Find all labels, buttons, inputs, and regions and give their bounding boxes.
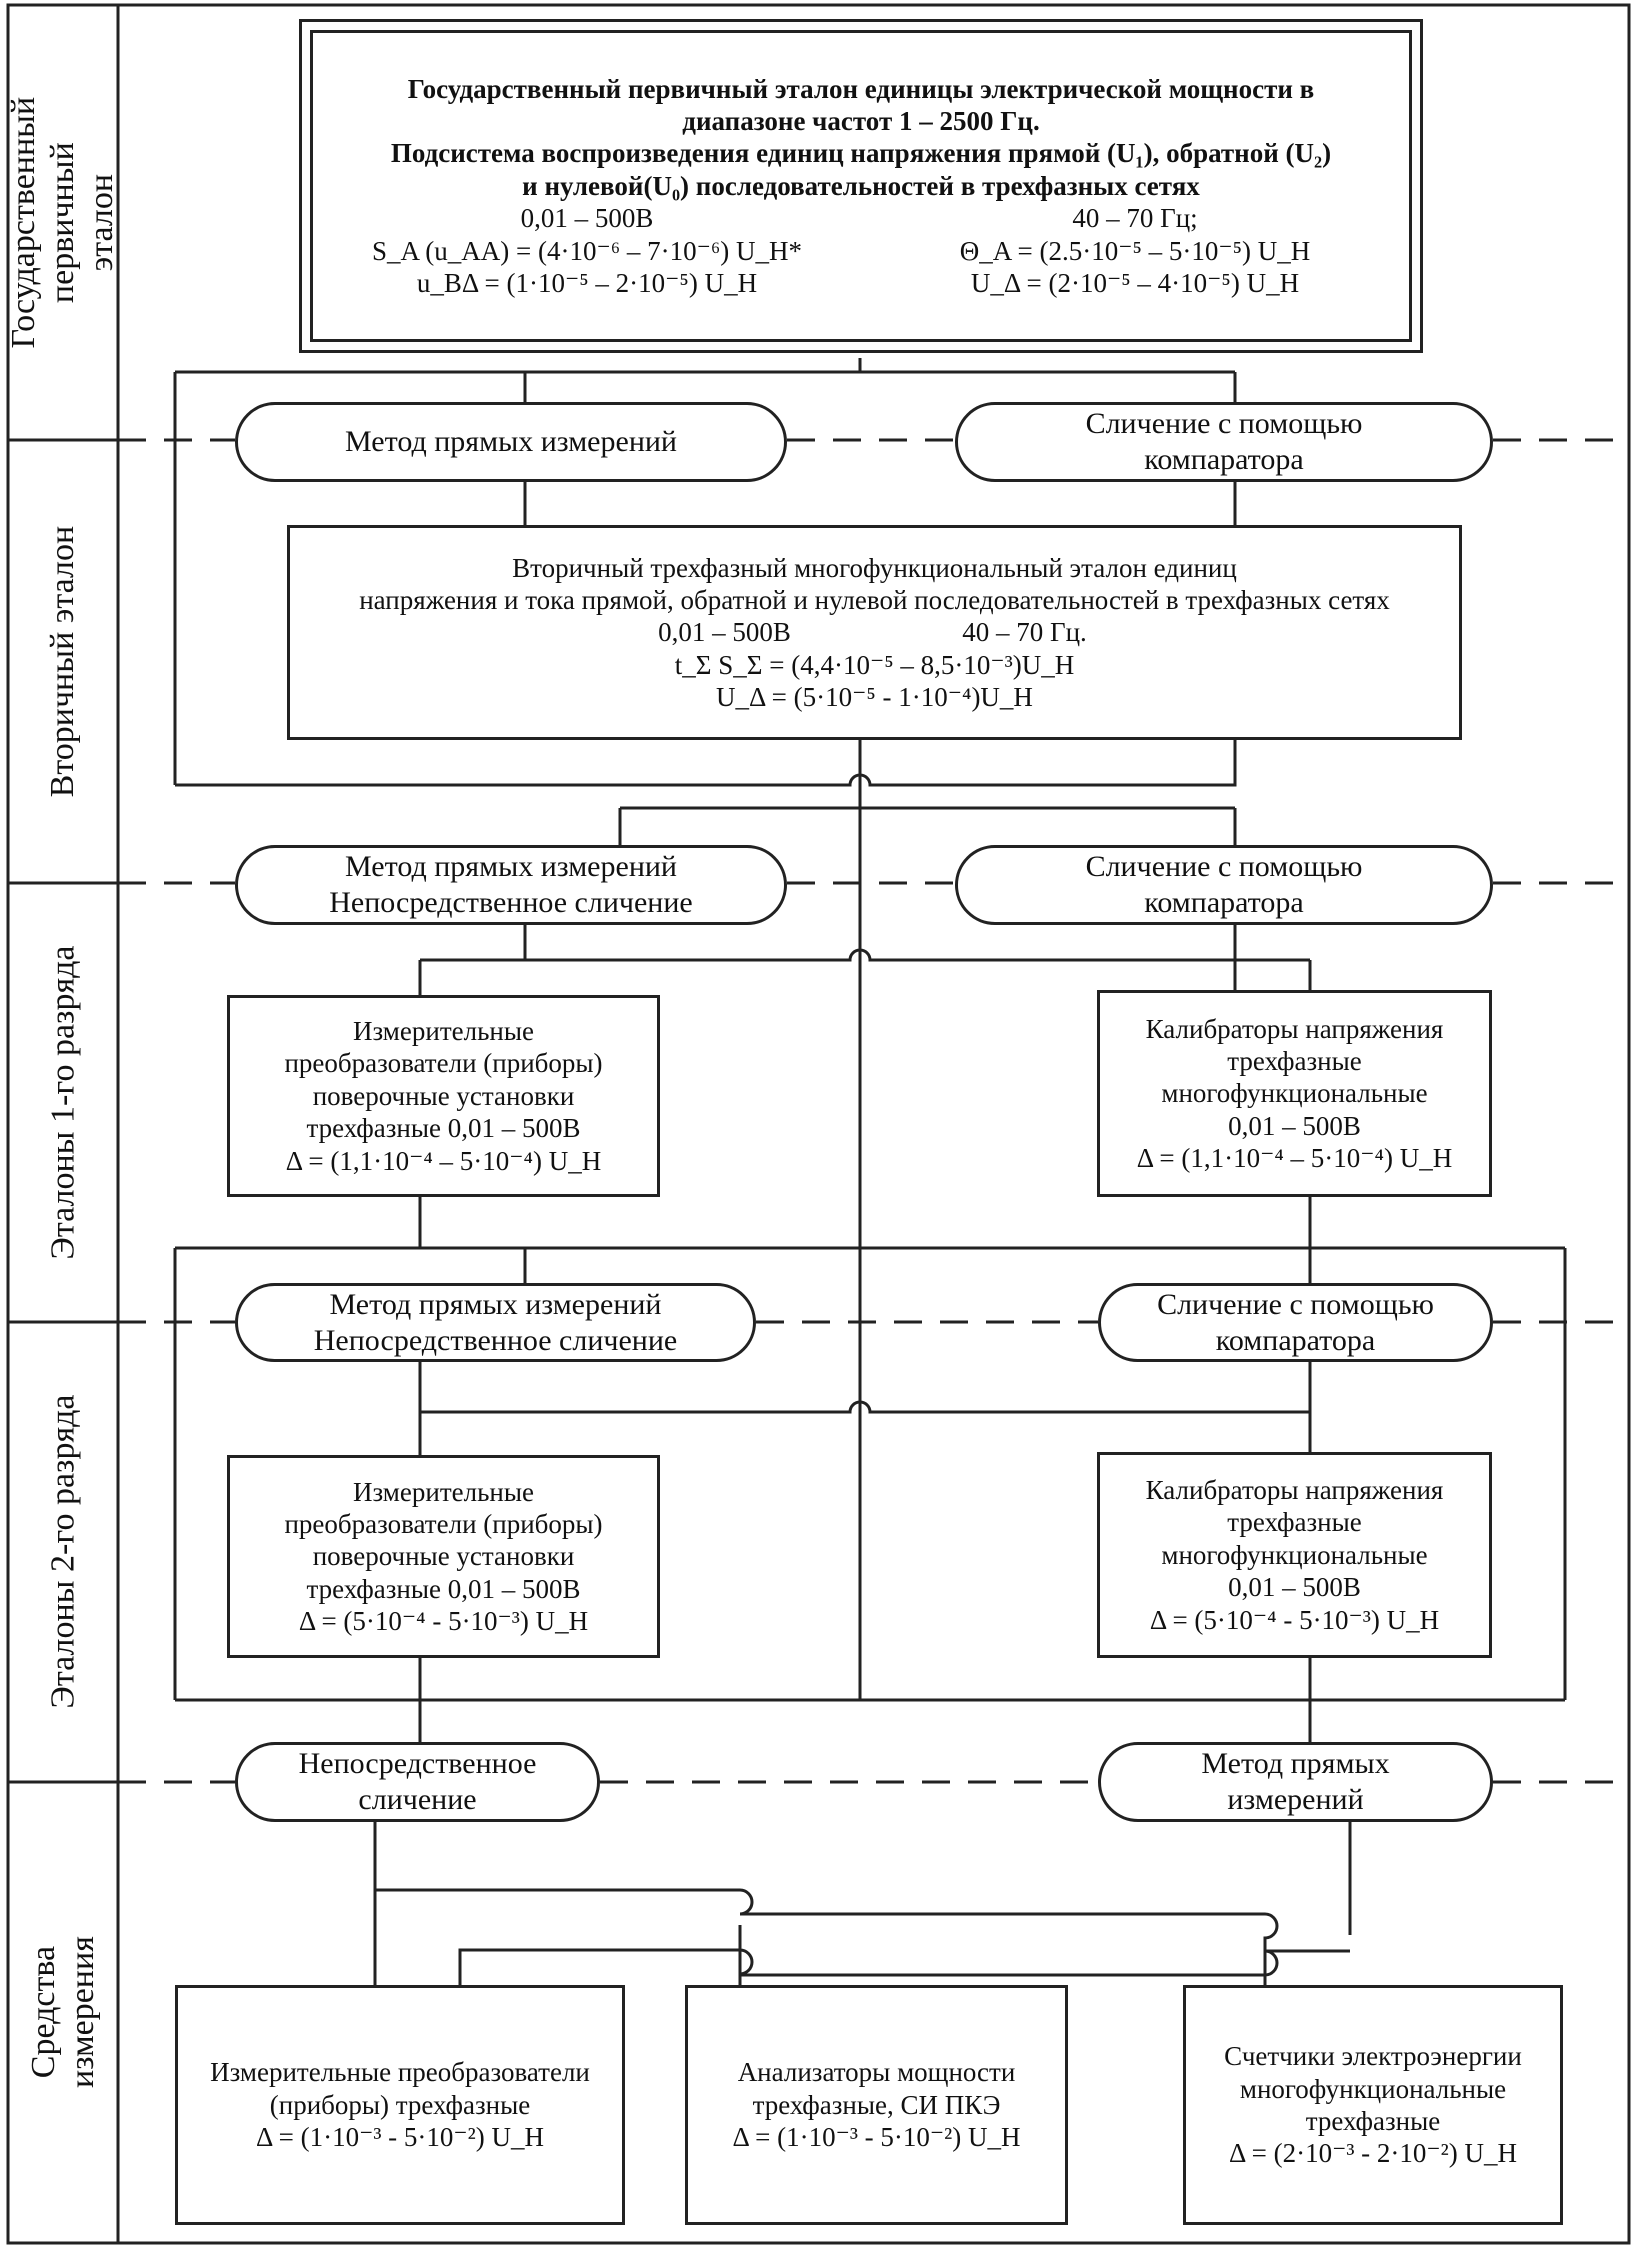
rank1-left-line3: поверочные установки: [312, 1080, 575, 1111]
primary-title-line4: и нулевой(U₀) последовательностей в трех…: [522, 170, 1200, 201]
method-direct-1: Метод прямых измерений: [235, 402, 787, 482]
instrument-meters-line4: Δ = (2·10⁻³ - 2·10⁻²) U_H: [1229, 2138, 1517, 2169]
secondary-ud: U_Δ = (5·10⁻⁵ - 1·10⁻⁴)U_H: [716, 682, 1033, 713]
rank2-right-line1: Калибраторы напряжения: [1145, 1475, 1444, 1506]
level-label-secondary: Вторичный эталон: [44, 525, 82, 798]
method-comparator-3: Сличение с помощью компаратора: [1098, 1283, 1493, 1362]
method-direct-3: Метод прямых измерений Непосредственное …: [235, 1283, 756, 1362]
instrument-meters-line2: многофункциональные: [1239, 2073, 1507, 2104]
instrument-meters-box: Счетчики электроэнергии многофункциональ…: [1183, 1985, 1563, 2225]
rank2-right-line4: 0,01 – 500В: [1228, 1572, 1361, 1603]
method-comparator-2-line2: компаратора: [1144, 886, 1304, 919]
instrument-analyzers-line1: Анализаторы мощности: [737, 2057, 1016, 2088]
instrument-analyzers-box: Анализаторы мощности трехфазные, СИ ПКЭ …: [685, 1985, 1068, 2225]
primary-title-line1: Государственный первичный эталон единицы…: [407, 73, 1315, 104]
rank1-right-line5: Δ = (1,1·10⁻⁴ – 5·10⁻⁴) U_H: [1136, 1143, 1453, 1174]
primary-standard-box: Государственный первичный эталон единицы…: [299, 19, 1423, 353]
rank1-right-line3: многофункциональные: [1161, 1078, 1428, 1109]
method-comparator-2: Сличение с помощью компаратора: [955, 845, 1493, 925]
rank1-left-line4: трехфазные 0,01 – 500В: [306, 1113, 581, 1144]
rank1-left-line5: Δ = (1,1·10⁻⁴ – 5·10⁻⁴) U_H: [285, 1145, 602, 1176]
method-comparator-1-line2: компаратора: [1144, 443, 1304, 476]
instrument-analyzers-line2: трехфазные, СИ ПКЭ: [752, 2089, 1001, 2120]
method-direct-3-line1: Метод прямых измерений: [329, 1287, 662, 1321]
rank1-right-line4: 0,01 – 500В: [1228, 1110, 1361, 1141]
secondary-line1: Вторичный трехфазный многофункциональный…: [512, 552, 1237, 583]
rank2-left-line4: трехфазные 0,01 – 500В: [306, 1573, 581, 1604]
rank2-right-line5: Δ = (5·10⁻⁴ - 5·10⁻³) U_H: [1149, 1604, 1440, 1635]
method-comparator-1: Сличение с помощью компаратора: [955, 402, 1493, 482]
method-comparator-1-line1: Сличение с помощью: [1085, 407, 1363, 440]
rank2-left-line1: Измерительные: [353, 1476, 534, 1507]
rank1-right-line2: трехфазные: [1227, 1045, 1362, 1076]
rank2-calibrators-box: Калибраторы напряжения трехфазные многоф…: [1097, 1452, 1492, 1658]
instrument-transducers-box: Измерительные преобразователи (приборы) …: [175, 1985, 625, 2225]
rank2-left-line5: Δ = (5·10⁻⁴ - 5·10⁻³) U_H: [298, 1606, 589, 1637]
secondary-ranges: 0,01 – 500В 40 – 70 Гц.: [595, 616, 1155, 648]
secondary-ts: t_Σ S_Σ = (4,4·10⁻⁵ – 8,5·10⁻³)U_H: [674, 649, 1075, 680]
instrument-meters-line3: трехфазные: [1305, 2106, 1441, 2136]
method-direct-1-label: Метод прямых измерений: [345, 425, 677, 458]
level-label-first-rank: Эталоны 1-го разряда: [44, 945, 82, 1260]
primary-range-voltage: 0,01 – 500В: [520, 203, 654, 234]
method-immediate-4-line1: Непосредственное: [298, 1747, 537, 1780]
method-direct-2: Метод прямых измерений Непосредственное …: [235, 845, 787, 925]
rank1-left-line1: Измерительные: [353, 1016, 534, 1047]
primary-sa: S_A (u_AA) = (4·10⁻⁶ – 7·10⁻⁶) U_H*: [371, 235, 803, 266]
instrument-transducers-line3: Δ = (1·10⁻³ - 5·10⁻²) U_H: [256, 2122, 544, 2153]
primary-title-line3: Подсистема воспроизведения единиц напряж…: [390, 138, 1332, 169]
primary-range-freq: 40 – 70 Гц;: [1072, 203, 1198, 234]
rank1-right-line1: Калибраторы напряжения: [1145, 1013, 1444, 1044]
instrument-transducers-line1: Измерительные преобразователи: [210, 2057, 590, 2088]
method-immediate-4: Непосредственное сличение: [235, 1742, 600, 1822]
secondary-line2: напряжения и тока прямой, обратной и нул…: [359, 584, 1390, 615]
method-immediate-4-line2: сличение: [358, 1783, 477, 1816]
method-comparator-3-line1: Сличение с помощью: [1157, 1287, 1434, 1321]
primary-ud: U_Δ = (2·10⁻⁵ – 4·10⁻⁵) U_H: [970, 267, 1300, 298]
instrument-transducers-line2: (приборы) трехфазные: [269, 2089, 531, 2120]
connectors: [173, 358, 1567, 1985]
rank1-left-line2: преобразователи (приборы): [284, 1048, 603, 1079]
method-comparator-3-line2: компаратора: [1215, 1323, 1376, 1357]
primary-ub: u_BΔ = (1·10⁻⁵ – 2·10⁻⁵) U_H: [416, 267, 758, 298]
method-direct-2-line2: Непосредственное сличение: [329, 886, 693, 919]
instrument-meters-line1: Счетчики электроэнергии: [1224, 2041, 1522, 2072]
secondary-standard-box: Вторичный трехфазный многофункциональный…: [287, 525, 1462, 740]
rank2-left-line3: поверочные установки: [312, 1541, 575, 1572]
rank2-right-line3: многофункциональные: [1161, 1539, 1428, 1570]
rank2-left-line2: преобразователи (приборы): [284, 1508, 603, 1539]
instrument-analyzers-line3: Δ = (1·10⁻³ - 5·10⁻²) U_H: [732, 2122, 1021, 2153]
primary-theta: Θ_A = (2.5·10⁻⁵ – 5·10⁻⁵) U_H: [959, 235, 1311, 266]
method-direct-4: Метод прямых измерений: [1098, 1742, 1493, 1822]
secondary-range-voltage: 0,01 – 500В: [658, 617, 791, 648]
method-comparator-2-line1: Сличение с помощью: [1085, 850, 1363, 883]
outer-frame: [6, 3, 1631, 2245]
method-direct-4-line2: измерений: [1227, 1783, 1364, 1816]
rank2-right-line2: трехфазные: [1227, 1507, 1362, 1538]
level-label-second-rank: Эталоны 2-го разряда: [44, 1394, 82, 1710]
rank1-calibrators-box: Калибраторы напряжения трехфазные многоф…: [1097, 990, 1492, 1197]
level-label-state-primary: Государственный первичный эталон: [5, 96, 121, 349]
method-direct-2-line1: Метод прямых измерений: [345, 850, 677, 883]
primary-title-line2: диапазоне частот 1 – 2500 Гц.: [682, 106, 1040, 137]
primary-formulas: 0,01 – 500В 40 – 70 Гц; S_A (u_AA) = (4·…: [273, 202, 1449, 299]
level-label-measuring-instruments: Средства измерения: [24, 1936, 101, 2089]
method-direct-3-line2: Непосредственное сличение: [313, 1323, 678, 1357]
secondary-range-freq: 40 – 70 Гц.: [962, 617, 1087, 648]
rank1-transducers-box: Измерительные преобразователи (приборы) …: [227, 995, 660, 1197]
rank2-transducers-box: Измерительные преобразователи (приборы) …: [227, 1455, 660, 1658]
method-direct-4-line1: Метод прямых: [1201, 1747, 1390, 1780]
